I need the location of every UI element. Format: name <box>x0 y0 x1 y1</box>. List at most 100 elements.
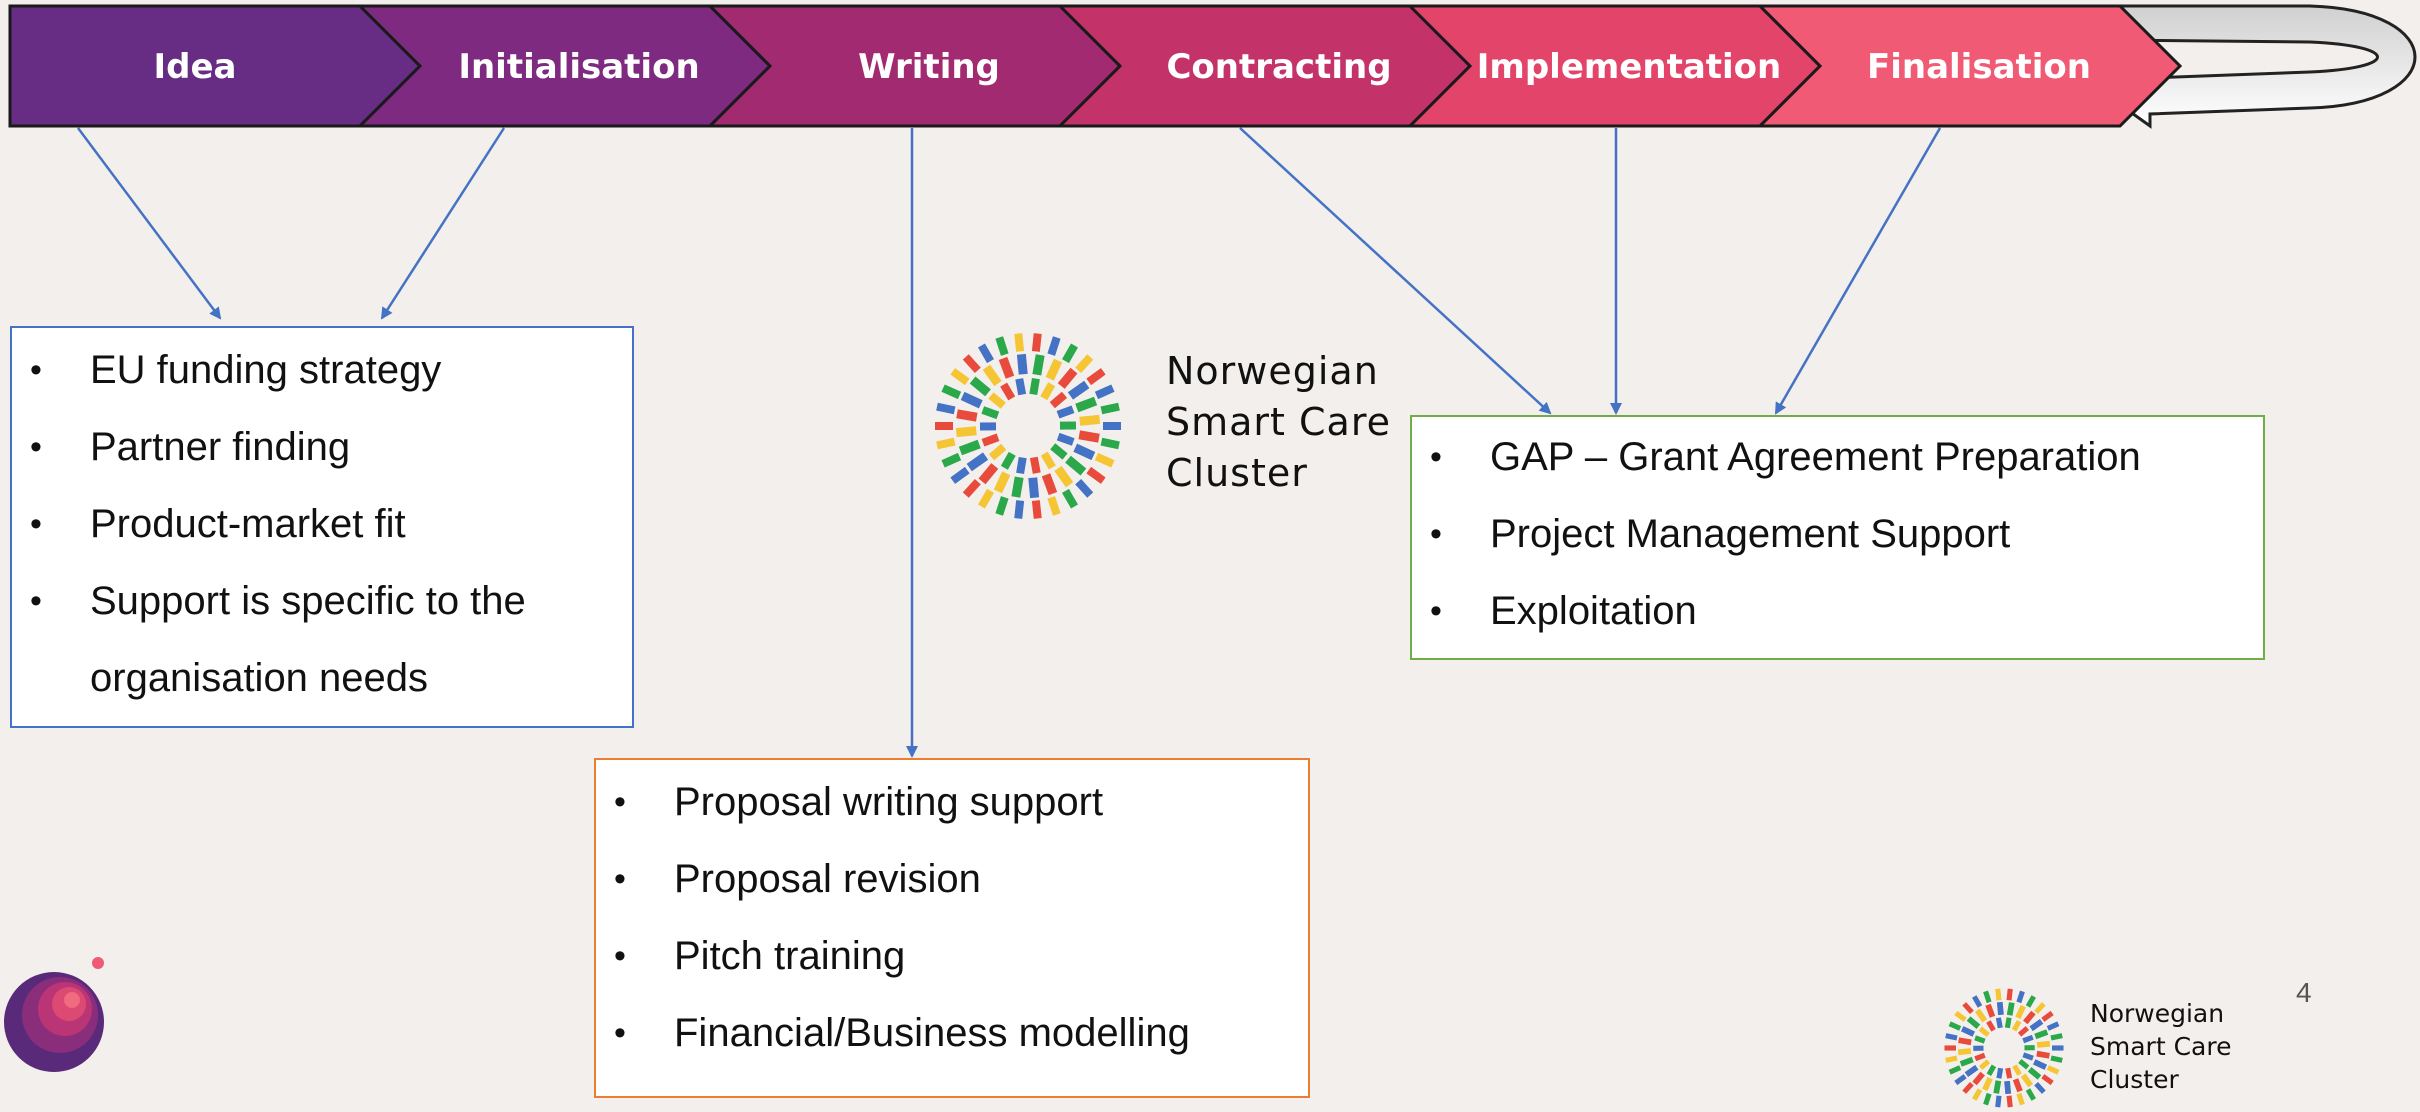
stage-label-initialisation: Initialisation <box>458 47 699 87</box>
logo-dash <box>1075 396 1098 413</box>
writing-support-box: Proposal writing support Proposal revisi… <box>594 758 1310 1098</box>
logo-dash <box>1031 333 1042 352</box>
logo-dash <box>979 422 997 431</box>
logo-dash <box>2012 1078 2023 1093</box>
brand-name-line: Norwegian <box>2090 999 2225 1028</box>
logo-dash <box>1000 451 1016 470</box>
list-item: EU funding strategy <box>12 332 632 409</box>
arrow-idea-to-left-box <box>76 127 222 320</box>
logo-dash <box>1100 437 1120 450</box>
stage-label-idea: Idea <box>154 47 237 87</box>
logo-dash <box>1047 496 1061 516</box>
logo-dash <box>960 391 983 409</box>
brand-name-line: Smart Care <box>2090 1032 2232 1061</box>
logo-dash <box>1948 1065 1962 1075</box>
page-number: 4 <box>2296 977 2312 1008</box>
logo-dash <box>1974 1052 1986 1062</box>
logo-dash <box>1045 358 1063 381</box>
logo-dash <box>1040 382 1056 401</box>
logo-dash <box>1973 1045 1984 1051</box>
logo-dash <box>981 433 1000 447</box>
logo-dash <box>2015 1004 2026 1019</box>
footer-brand-name: Norwegian Smart Care Cluster <box>2090 997 2231 1096</box>
logo-dash <box>1975 1008 1988 1023</box>
logo-dash <box>941 452 962 468</box>
logo-dash <box>1993 1080 2002 1094</box>
logo-dash <box>2006 1095 2013 1108</box>
logo-dash <box>1062 488 1078 509</box>
logo-dash <box>941 384 962 400</box>
logo-dash <box>1054 465 1074 488</box>
logo-dash <box>1075 479 1094 498</box>
logo-dash <box>1972 1071 1985 1086</box>
logo-dash <box>1972 1088 1983 1101</box>
logo-dash <box>1986 1020 1996 1032</box>
logo-dash <box>1959 1056 1974 1067</box>
logo-dash <box>2050 1033 2063 1041</box>
logo-dash <box>1960 1026 1975 1037</box>
logo-dash <box>1086 466 1106 484</box>
logo-dash <box>1966 1016 1981 1029</box>
brand-name-line: Norwegian <box>1166 349 1379 393</box>
logo-dash <box>1983 990 1992 1004</box>
logo-dash <box>969 376 991 397</box>
logo-dash <box>2034 1029 2049 1040</box>
brand-name-line: Cluster <box>1166 451 1308 495</box>
logo-dash <box>1985 1003 1996 1018</box>
contracting-implementation-support-box: GAP – Grant Agreement Preparation Projec… <box>1410 415 2265 660</box>
logo-dash <box>1075 354 1094 373</box>
logo-dash <box>936 402 956 415</box>
list-item: Exploitation <box>1412 573 2263 650</box>
list-item: Product-market fit <box>12 486 632 563</box>
logo-dash <box>2034 1002 2046 1015</box>
brand-name-line: Smart Care <box>1166 400 1392 444</box>
logo-dash <box>1972 995 1983 1008</box>
stage-label-contracting: Contracting <box>1166 47 1391 87</box>
connector-arrows <box>76 127 1942 758</box>
logo-dash <box>1100 402 1120 415</box>
logo-dash <box>1978 1026 1990 1037</box>
logo-dash <box>1986 1064 1997 1076</box>
logo-dash <box>1944 1045 1956 1051</box>
logo-dash <box>2034 1081 2046 1094</box>
logo-dash <box>950 466 970 484</box>
logo-dash <box>1065 455 1087 476</box>
logo-dash <box>2018 1059 2030 1070</box>
logo-dash <box>1062 343 1078 364</box>
logo-dash <box>1015 378 1027 396</box>
logo-dash <box>1995 988 2002 1001</box>
logo-dash <box>982 364 1002 387</box>
list-item: Partner finding <box>12 409 632 486</box>
logo-dash <box>981 406 1000 420</box>
arrow-initialisation-to-left-box <box>380 127 506 320</box>
logo-dash <box>1996 1001 2004 1016</box>
logo-dash <box>2020 1073 2033 1088</box>
logo-dash <box>2022 1052 2034 1061</box>
logo-dash <box>2036 1050 2050 1059</box>
logo-dash <box>2011 1020 2022 1032</box>
logo-dash <box>993 471 1011 494</box>
logo-dash <box>1086 368 1106 386</box>
logo-dash <box>962 479 981 498</box>
arrow-contracting-to-green-box <box>1239 127 1552 415</box>
logo-dash <box>2016 990 2025 1004</box>
logo-dash <box>2046 1021 2060 1031</box>
logo-dash <box>2004 1017 2012 1029</box>
logo-dash <box>1995 1017 2003 1029</box>
logo-dash <box>1964 1064 1979 1077</box>
logo-dash <box>955 426 977 438</box>
logo-dash <box>1996 1067 2004 1079</box>
logo-dash <box>2017 1026 2030 1037</box>
logo-dash <box>1041 473 1058 496</box>
stage-chevron-finalisation <box>1756 4 2183 128</box>
logo-dash <box>958 439 981 456</box>
logo-dash <box>1029 456 1041 474</box>
stage-label-finalisation: Finalisation <box>1867 47 2091 87</box>
list-item: Proposal writing support <box>596 764 1308 841</box>
logo-dash <box>2006 1002 2015 1016</box>
logo-dash <box>1016 353 1028 375</box>
logo-dash <box>2027 1067 2042 1080</box>
logo-dash <box>1079 414 1101 426</box>
logo-dash <box>956 409 978 422</box>
logo-dash <box>1057 367 1078 389</box>
